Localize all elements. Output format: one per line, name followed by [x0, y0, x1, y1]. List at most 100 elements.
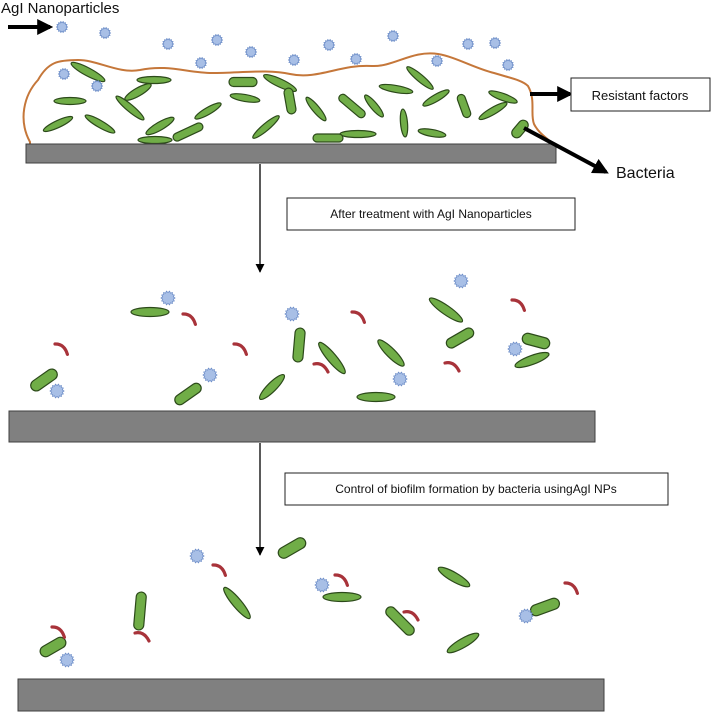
bacterium — [130, 306, 170, 318]
step2-box — [284, 472, 669, 506]
cell-debris — [350, 310, 366, 324]
bacterium — [133, 591, 147, 631]
bacterium — [84, 114, 116, 134]
cell-debris — [53, 342, 69, 356]
bacterium — [228, 76, 258, 88]
nanoparticle-icon — [57, 67, 71, 81]
nanoparticle-icon — [55, 20, 69, 34]
free-nanoparticles — [55, 20, 515, 93]
bacteria-arrow-icon — [523, 126, 609, 174]
panel-controlled — [17, 537, 605, 712]
bacterium — [521, 332, 551, 350]
cell-debris — [232, 342, 248, 356]
bacteria-label: Bacteria — [616, 165, 675, 182]
treated-bacteria — [30, 273, 551, 406]
panel-treated — [8, 273, 596, 443]
bacterium — [514, 351, 550, 369]
nanoparticle-icon — [461, 37, 475, 51]
cell-debris — [510, 298, 526, 312]
bacterium — [377, 339, 405, 367]
resistant-factors-box — [570, 77, 711, 112]
bacterium — [277, 537, 307, 559]
bacterium — [417, 128, 447, 138]
surface-3 — [17, 678, 605, 712]
nanoparticle-icon — [314, 577, 330, 593]
nanoparticle-icon — [189, 548, 205, 564]
bacterium — [39, 636, 67, 658]
nanoparticle-icon — [49, 383, 65, 399]
bacterium — [488, 90, 518, 104]
bacterium — [115, 95, 145, 121]
surface-2 — [8, 410, 596, 443]
bacterium — [174, 382, 202, 406]
nanoparticle-icon — [349, 52, 363, 66]
nanoparticle-icon — [430, 54, 444, 68]
nanoparticle-icon — [501, 58, 515, 72]
cell-debris — [443, 361, 461, 373]
bacterium — [437, 566, 471, 588]
step1-box — [286, 197, 576, 231]
bacterium — [529, 597, 561, 617]
bacterium — [356, 391, 396, 403]
nanoparticle-icon — [518, 608, 534, 624]
nanoparticle-icon — [287, 53, 301, 67]
bacterium — [422, 89, 450, 107]
surface-1 — [25, 143, 557, 164]
nanoparticle-icon — [507, 341, 523, 357]
bacterium — [70, 61, 106, 83]
nanoparticle-icon — [194, 56, 208, 70]
nanoparticle-icon — [244, 45, 258, 59]
bacterium — [312, 133, 344, 143]
nanoparticle-icon — [453, 273, 469, 289]
nanoparticle-icon — [59, 652, 75, 668]
bacterium — [305, 96, 327, 122]
bacterium — [262, 73, 298, 93]
bacterium — [258, 373, 286, 401]
nanoparticles-label: AgI Nanoparticles — [1, 0, 119, 17]
bacterium — [252, 115, 280, 139]
bacterium — [446, 632, 480, 654]
bacterium — [511, 119, 529, 139]
cell-debris — [402, 610, 420, 622]
cell-debris — [133, 631, 151, 643]
bacterium — [30, 368, 58, 392]
bacterium — [136, 75, 172, 85]
step1-label: After treatment with AgI Nanoparticles — [330, 207, 531, 221]
panel-biofilm — [22, 20, 557, 164]
nanoparticle-icon — [98, 26, 112, 40]
bacterium — [124, 83, 152, 101]
nanoparticle-icon — [160, 290, 176, 306]
step2-label: Control of biofilm formation by bacteria… — [335, 482, 616, 496]
bacterium — [42, 115, 74, 133]
bacterium — [229, 93, 261, 103]
nanoparticle-icon — [284, 306, 300, 322]
resistant-factors-label: Resistant factors — [592, 88, 689, 103]
biofilm-bacteria — [42, 61, 529, 145]
bacterium — [322, 591, 362, 603]
bacterium — [478, 101, 508, 121]
bacterium — [339, 129, 377, 139]
bacterium — [456, 93, 472, 119]
bacterium — [338, 93, 366, 119]
bacterium — [145, 116, 175, 136]
bacterium — [385, 606, 415, 636]
cell-debris — [333, 573, 349, 587]
nanoparticle-icon — [161, 37, 175, 51]
cell-debris — [563, 581, 579, 595]
cell-debris — [211, 563, 227, 577]
nanoparticle-icon — [202, 367, 218, 383]
bacterium — [53, 96, 87, 106]
cell-debris — [312, 362, 330, 374]
cell-debris — [50, 625, 66, 639]
bacterium — [283, 87, 297, 115]
nanoparticle-icon — [392, 371, 408, 387]
nanoparticle-icon — [210, 33, 224, 47]
bacterium — [399, 108, 409, 138]
nanoparticle-icon — [90, 79, 104, 93]
bacterium — [172, 122, 204, 142]
bacterium — [318, 341, 346, 375]
bacterium — [428, 297, 464, 323]
cell-debris — [181, 312, 197, 326]
bacterium — [292, 327, 306, 363]
